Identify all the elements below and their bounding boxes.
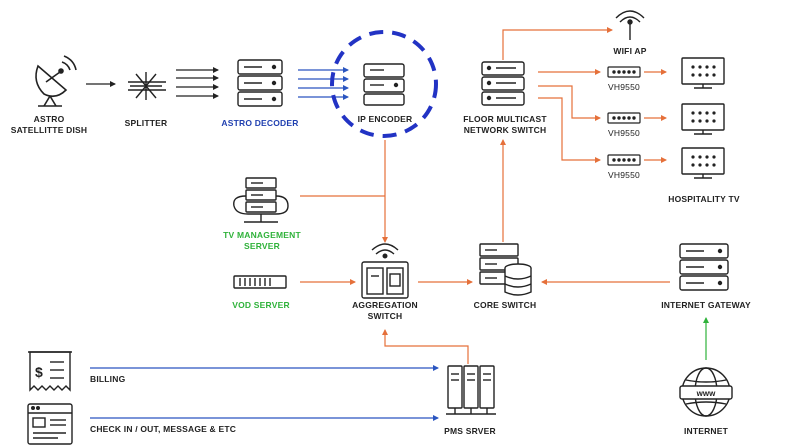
tv-icon (681, 103, 725, 135)
tv-icon (681, 57, 725, 89)
satellite-dish-icon (35, 55, 77, 107)
label-internet: INTERNET (683, 426, 729, 436)
vh9550-device-1 (607, 66, 641, 78)
link-switch-wifi (502, 27, 613, 60)
label-aggregation: AGGREGATION SWITCH (352, 300, 418, 321)
link-pms-aggregation (382, 329, 469, 364)
splitter-icon (128, 72, 166, 100)
vod-server-icon (233, 275, 287, 289)
label-encoder: IP ENCODER (357, 114, 413, 124)
ip-encoder-icon (363, 63, 405, 106)
internet-gateway-icon (679, 243, 729, 291)
aggregation-switch-icon (361, 243, 409, 299)
label-dish: ASTRO SATELLITTE DISH (10, 114, 88, 135)
tv-management-server-icon (233, 177, 289, 223)
label-core: CORE SWITCH (473, 300, 537, 310)
label-pms: PMS SRVER (444, 426, 496, 436)
label-billing: BILLING (90, 374, 126, 384)
label-hospitality: HOSPITALITY TV (668, 194, 740, 204)
svg-text:$: $ (35, 364, 43, 380)
label-vod: VOD SERVER (232, 300, 290, 310)
label-tv-mgmt: TV MANAGEMENT SERVER (223, 230, 301, 251)
checkin-form-icon (27, 403, 73, 445)
label-vh3: VH9550 (608, 170, 640, 180)
label-vh1: VH9550 (608, 82, 640, 92)
pms-server-icon (446, 365, 496, 415)
globe-www-icon: www (679, 367, 733, 417)
tv-icon (681, 147, 725, 179)
vh9550-device-3 (607, 154, 641, 166)
label-decoder: ASTRO DECODER (221, 118, 299, 128)
link-switch-vh3 (538, 97, 601, 163)
link-switch-vh2 (538, 85, 601, 121)
network-switch-icon (481, 61, 525, 106)
label-vh2: VH9550 (608, 128, 640, 138)
vh9550-device-2 (607, 112, 641, 124)
server-rack-icon (237, 59, 283, 107)
label-splitter: SPLITTER (124, 118, 168, 128)
www-label: www (696, 389, 716, 398)
connectors (86, 27, 709, 421)
label-wifi: WIFI AP (613, 46, 647, 56)
label-gateway: INTERNET GATEWAY (661, 300, 751, 310)
label-checkin: CHECK IN / OUT, MESSAGE & ETC (90, 424, 237, 434)
database-icon (479, 243, 532, 296)
label-floor-switch: FLOOR MULTICAST NETWORK SWITCH (463, 114, 547, 135)
wifi-ap-icon (615, 10, 645, 40)
ip-encoder-highlight-ring (330, 30, 438, 138)
billing-receipt-icon: $ (28, 351, 72, 392)
